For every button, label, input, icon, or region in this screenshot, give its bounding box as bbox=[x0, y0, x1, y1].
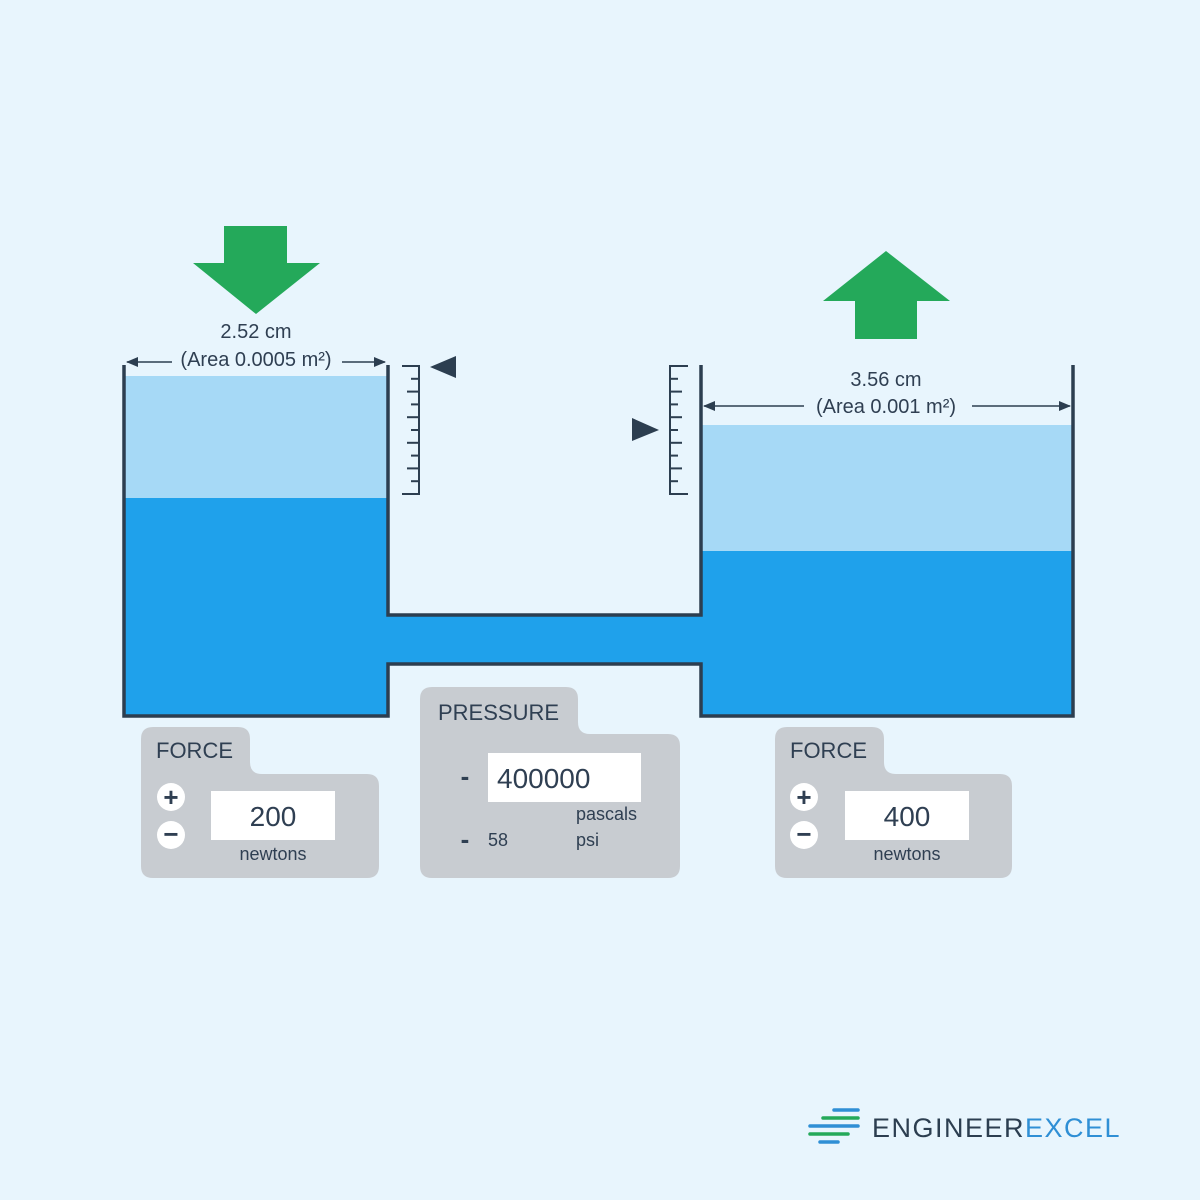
right-force-unit: newtons bbox=[873, 844, 940, 864]
left-force-increase-button[interactable]: + bbox=[157, 782, 185, 812]
left-level-gauge bbox=[402, 365, 420, 495]
connecting-pipe-fluid bbox=[386, 615, 702, 664]
vessel-outline bbox=[122, 365, 1075, 718]
pressure-psi-value: 58 bbox=[488, 830, 508, 850]
engineerexcel-logo: ENGINEEREXCEL bbox=[808, 1108, 1121, 1144]
pascals-bullet: - bbox=[461, 761, 470, 791]
pressure-panel: PRESSURE - 400000 pascals - 58 psi bbox=[420, 687, 680, 878]
fluid bbox=[124, 376, 1073, 716]
right-force-panel: FORCE + − 400 newtons bbox=[775, 727, 1012, 878]
pressure-pascals-input[interactable] bbox=[488, 753, 641, 802]
left-force-decrease-button[interactable]: − bbox=[157, 819, 185, 849]
right-dimension: 3.56 cm (Area 0.001 m²) bbox=[703, 369, 1071, 418]
right-force-value: 400 bbox=[884, 801, 931, 832]
up-force-arrow-icon bbox=[823, 251, 950, 339]
right-force-decrease-button[interactable]: − bbox=[790, 819, 818, 849]
pressure-pascals-value: 400000 bbox=[497, 763, 590, 794]
pressure-pascals-unit: pascals bbox=[576, 804, 637, 824]
right-diameter-label: 3.56 cm bbox=[850, 369, 921, 391]
right-level-marker-icon bbox=[632, 418, 659, 441]
svg-text:ENGINEEREXCEL: ENGINEEREXCEL bbox=[872, 1113, 1121, 1143]
left-force-input[interactable] bbox=[211, 791, 335, 840]
vessel-upper-outline bbox=[122, 365, 1075, 718]
left-force-unit: newtons bbox=[239, 844, 306, 864]
left-dimension: 2.52 cm (Area 0.0005 m²) bbox=[126, 321, 386, 371]
left-cylinder-dark-fluid bbox=[124, 498, 388, 716]
logo-text-engineer: ENGINEER bbox=[872, 1113, 1025, 1143]
pressure-psi-unit: psi bbox=[576, 830, 599, 850]
psi-bullet: - bbox=[461, 824, 470, 854]
left-diameter-label: 2.52 cm bbox=[220, 321, 291, 343]
plus-icon: + bbox=[163, 782, 178, 812]
logo-speed-lines-icon bbox=[808, 1108, 860, 1144]
logo-text-excel: EXCEL bbox=[1025, 1113, 1121, 1143]
minus-icon: − bbox=[163, 819, 178, 849]
minus-icon: − bbox=[796, 819, 811, 849]
right-force-increase-button[interactable]: + bbox=[790, 782, 818, 812]
left-force-panel: FORCE + − 200 newtons bbox=[141, 727, 379, 878]
left-area-label: (Area 0.0005 m²) bbox=[180, 349, 331, 371]
pipe-top-outline bbox=[386, 365, 703, 617]
right-cylinder-dark-fluid bbox=[701, 551, 1073, 716]
right-cylinder-light-fluid bbox=[701, 425, 1073, 553]
pressure-title: PRESSURE bbox=[438, 700, 559, 725]
left-cylinder-light-fluid bbox=[124, 376, 388, 500]
right-level-gauge bbox=[669, 365, 688, 495]
left-force-title: FORCE bbox=[156, 738, 233, 763]
right-force-title: FORCE bbox=[790, 738, 867, 763]
left-force-value: 200 bbox=[250, 801, 297, 832]
left-level-marker-icon bbox=[430, 356, 456, 378]
right-area-label: (Area 0.001 m²) bbox=[816, 396, 956, 418]
down-force-arrow-icon bbox=[193, 226, 320, 314]
right-force-input[interactable] bbox=[845, 791, 969, 840]
plus-icon: + bbox=[796, 782, 811, 812]
